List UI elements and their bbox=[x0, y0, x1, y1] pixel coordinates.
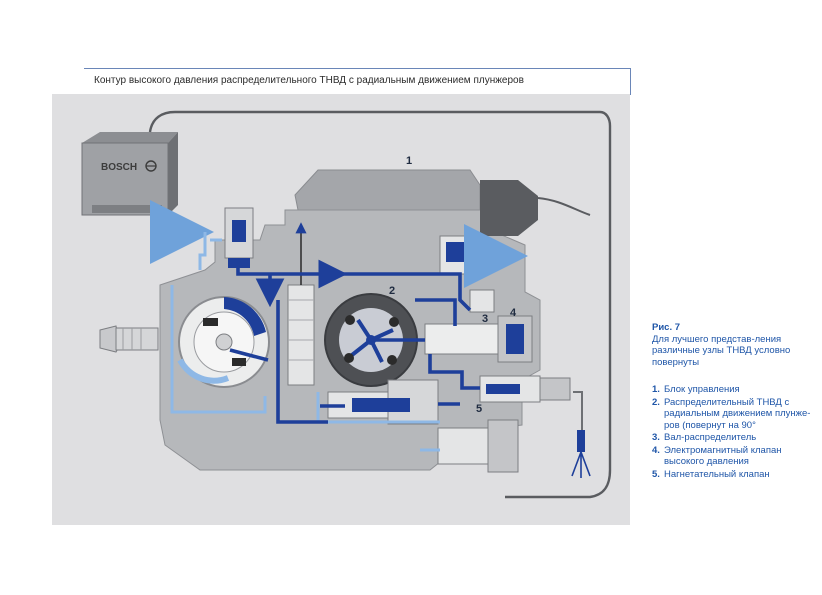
legend-number: 2. bbox=[652, 396, 660, 408]
callout-1: 1 bbox=[406, 155, 412, 167]
drive-shaft bbox=[99, 325, 159, 353]
injector-nozzle bbox=[571, 391, 591, 478]
callout-5: 5 bbox=[476, 403, 482, 415]
title-bar: Контур высокого давления распределительн… bbox=[84, 68, 631, 95]
legend-item: 4. Электромагнитный клапан высокого давл… bbox=[652, 445, 812, 468]
cam-ring bbox=[177, 296, 270, 388]
legend-item: 2. Распределительный ТНВД с радиальным д… bbox=[652, 397, 812, 432]
legend-list: 1. Блок управления 2. Распределительный … bbox=[652, 384, 812, 480]
legend-text: Электромагнитный клапан высокого давлени… bbox=[664, 444, 782, 468]
delivery-valve bbox=[479, 375, 571, 403]
fuel-sensor bbox=[437, 419, 519, 473]
callout-3: 3 bbox=[482, 313, 488, 325]
callout-2: 2 bbox=[389, 285, 395, 297]
overflow-valve bbox=[439, 224, 528, 288]
legend-item: 5. Нагнетательный клапан bbox=[652, 469, 812, 481]
legend-text: Нагнетательный клапан bbox=[664, 468, 770, 480]
high-pressure-lines bbox=[229, 259, 480, 424]
legend-number: 4. bbox=[652, 444, 660, 456]
control-unit: BOSCH bbox=[81, 132, 178, 216]
legend-text: Вал-распределитель bbox=[664, 432, 757, 443]
legend-number: 3. bbox=[652, 432, 660, 443]
diagram-title: Контур высокого давления распределительн… bbox=[94, 75, 524, 86]
legend-item: 3. Вал-распределитель bbox=[652, 432, 812, 444]
legend-number: 5. bbox=[652, 468, 660, 480]
figure-description: Для лучшего представ-ления различные узл… bbox=[652, 333, 791, 368]
ecu-cable bbox=[148, 110, 612, 499]
solenoid-valve bbox=[424, 289, 533, 363]
figure-label: Рис. 7 bbox=[652, 322, 681, 333]
legend-text: Распределительный ТНВД с радиальным движ… bbox=[664, 396, 811, 431]
legend-text: Блок управления bbox=[664, 384, 740, 395]
pressure-control-valve bbox=[224, 207, 254, 268]
callout-4: 4 bbox=[510, 307, 517, 319]
figure-caption: Рис. 7 Для лучшего представ-ления различ… bbox=[652, 322, 812, 481]
legend-number: 1. bbox=[652, 384, 660, 395]
legend-item: 1. Блок управления bbox=[652, 384, 812, 396]
bosch-logo-text: BOSCH bbox=[101, 162, 137, 173]
